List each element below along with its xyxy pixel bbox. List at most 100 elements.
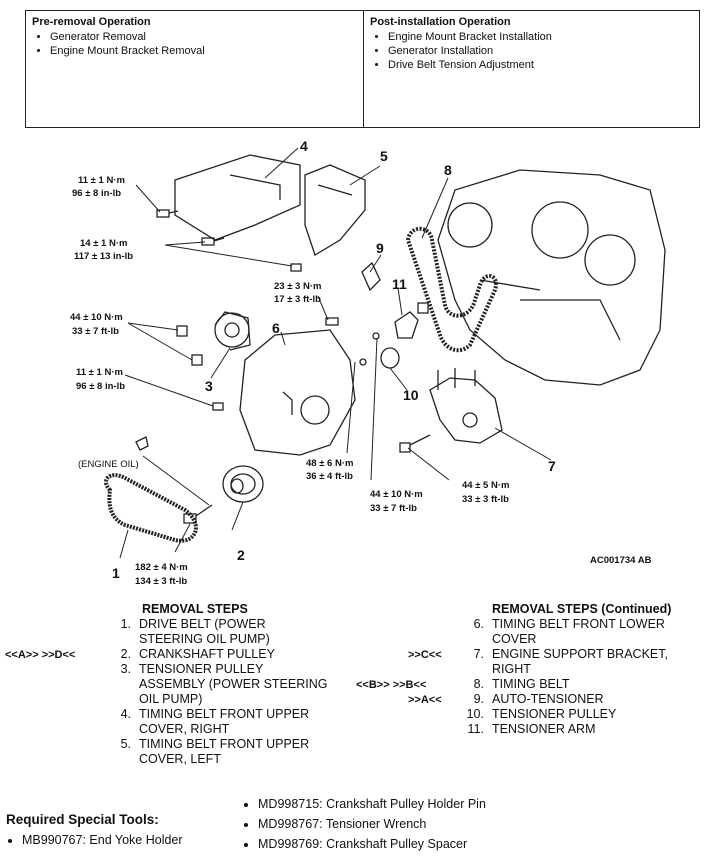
callout-2: 2 [237, 547, 245, 563]
special-tools-list: MD998715: Crankshaft Pulley Holder Pin M… [242, 794, 486, 854]
tensioner-parts-illustration [359, 261, 429, 369]
step-number: 9. [473, 692, 484, 706]
step-marker: >>A<< [408, 694, 442, 706]
callout-4: 4 [300, 138, 308, 154]
special-tool-item: MB990767: End Yoke Holder [22, 830, 183, 850]
callout-11: 11 [392, 276, 407, 292]
step-number: 3. [120, 662, 131, 676]
step-number: 1. [120, 617, 131, 631]
callout-10: 10 [403, 387, 419, 403]
step-row: 11. TENSIONER ARM [458, 722, 682, 737]
post-installation-item: Generator Installation [388, 44, 552, 58]
pre-removal-title: Pre-removal Operation [32, 16, 151, 28]
timing-belt-lower-cover-illustration [239, 329, 356, 456]
step-marker: <<A>> >>D<< [5, 649, 76, 661]
torque-imperial-label: 96 ± 8 in-lb [76, 381, 125, 392]
removal-steps: REMOVAL STEPS 1. DRIVE BELT (POWER STEERI… [5, 602, 329, 767]
step-number: 4. [120, 707, 131, 721]
pre-removal-item: Engine Mount Bracket Removal [50, 44, 357, 58]
step-text: TIMING BELT FRONT UPPER COVER, RIGHT [139, 707, 310, 736]
torque-imperial-label: 33 ± 7 ft-lb [72, 326, 119, 337]
step-number: 8. [473, 677, 484, 691]
torque-imperial-label: 33 ± 3 ft-lb [462, 494, 509, 505]
torque-nm-label: 14 ± 1 N·m [80, 238, 127, 249]
timing-belt-illustration [405, 226, 498, 353]
step-row: 4. TIMING BELT FRONT UPPER COVER, RIGHT [105, 707, 329, 737]
special-tools-title: Required Special Tools: [6, 812, 159, 827]
removal-steps-continued: REMOVAL STEPS (Continued) 6. TIMING BELT … [356, 602, 682, 737]
tensioner-pulley-assembly-illustration [214, 311, 251, 351]
torque-nm-label: 23 ± 3 N·m [274, 281, 321, 292]
step-number: 7. [473, 647, 484, 661]
removal-steps-continued-title: REMOVAL STEPS (Continued) [492, 602, 672, 616]
special-tools: Required Special Tools: MB990767: End Yo… [6, 810, 183, 850]
step-row: 1. DRIVE BELT (POWER STEERING OIL PUMP) [105, 617, 329, 647]
post-installation-operation: Post-installation Operation Engine Mount… [364, 11, 558, 127]
engine-block-illustration [437, 169, 666, 386]
exploded-view-diagram: 11 ± 1 N·m 96 ± 8 in-lb 14 ± 1 N·m 117 ±… [70, 138, 666, 587]
torque-nm-label: 44 ± 10 N·m [370, 489, 423, 500]
torque-imperial-label: 36 ± 4 ft-lb [306, 471, 353, 482]
step-row: <<B>> >>B<< 8. TIMING BELT [356, 677, 682, 692]
step-number: 2. [120, 647, 131, 661]
step-marker: >>C<< [408, 649, 442, 661]
step-text: TENSIONER PULLEY [492, 707, 617, 721]
pre-removal-item: Generator Removal [50, 30, 357, 44]
step-text: DRIVE BELT (POWER STEERING OIL PUMP) [139, 617, 270, 646]
bolts-illustration [135, 209, 431, 524]
torque-nm-label: 11 ± 1 N·m [78, 175, 125, 186]
figure-code-label: AC001734 AB [590, 555, 652, 566]
timing-belt-upper-cover-left-illustration [304, 164, 366, 256]
step-number: 6. [473, 617, 484, 631]
step-row: >>A<< 9. AUTO-TENSIONER [408, 692, 682, 707]
step-text: TIMING BELT FRONT LOWER COVER [492, 617, 665, 646]
step-row: 3. TENSIONER PULLEY ASSEMBLY (POWER STEER… [105, 662, 329, 707]
step-number: 10. [466, 707, 484, 721]
drive-belt-illustration [104, 473, 198, 543]
step-row: 6. TIMING BELT FRONT LOWER COVER [458, 617, 682, 647]
engine-support-bracket-illustration [429, 368, 503, 444]
removal-steps-title: REMOVAL STEPS [142, 602, 248, 616]
torque-imperial-label: 17 ± 3 ft-lb [274, 294, 321, 305]
torque-nm-label: 48 ± 6 N·m [306, 458, 353, 469]
step-text: TENSIONER ARM [492, 722, 596, 736]
step-text: AUTO-TENSIONER [492, 692, 604, 706]
special-tool-item: MD998767: Tensioner Wrench [258, 814, 486, 834]
step-row: 5. TIMING BELT FRONT UPPER COVER, LEFT [105, 737, 329, 767]
torque-nm-label: 11 ± 1 N·m [76, 367, 123, 378]
torque-nm-label: 182 ± 4 N·m [135, 562, 188, 573]
timing-belt-upper-cover-right-illustration [174, 154, 301, 241]
post-installation-item: Engine Mount Bracket Installation [388, 30, 552, 44]
step-text: TENSIONER PULLEY ASSEMBLY (POWER STEERIN… [139, 662, 328, 706]
special-tool-item: MD998769: Crankshaft Pulley Spacer [258, 834, 486, 854]
step-text: ENGINE SUPPORT BRACKET, RIGHT [492, 647, 668, 676]
callout-3: 3 [205, 378, 213, 394]
step-row: >>C<< 7. ENGINE SUPPORT BRACKET, RIGHT [408, 647, 682, 677]
post-installation-title: Post-installation Operation [370, 16, 511, 28]
step-row: 10. TENSIONER PULLEY [458, 707, 682, 722]
callout-5: 5 [380, 148, 388, 164]
torque-imperial-label: 117 ± 13 in-lb [74, 251, 133, 262]
leader-lines [119, 147, 552, 559]
step-text: CRANKSHAFT PULLEY [139, 647, 275, 661]
step-text: TIMING BELT [492, 677, 570, 691]
post-installation-item: Drive Belt Tension Adjustment [388, 58, 552, 72]
special-tool-item: MD998715: Crankshaft Pulley Holder Pin [258, 794, 486, 814]
pre-removal-operation: Pre-removal Operation Generator Removal … [26, 11, 364, 127]
step-number: 5. [120, 737, 131, 751]
step-number: 11. [467, 722, 484, 736]
callout-8: 8 [444, 162, 452, 178]
callout-6: 6 [272, 320, 280, 336]
callout-1: 1 [112, 565, 120, 581]
torque-imperial-label: 33 ± 7 ft-lb [370, 503, 417, 514]
callout-9: 9 [376, 240, 384, 256]
crankshaft-pulley-illustration [222, 465, 264, 503]
torque-imperial-label: 134 ± 3 ft-lb [135, 576, 187, 587]
engine-oil-label: (ENGINE OIL) [78, 459, 139, 470]
step-text: TIMING BELT FRONT UPPER COVER, LEFT [139, 737, 310, 766]
torque-nm-label: 44 ± 10 N·m [70, 312, 123, 323]
step-marker: <<B>> >>B<< [356, 679, 427, 691]
operations-table: Pre-removal Operation Generator Removal … [25, 10, 700, 128]
torque-imperial-label: 96 ± 8 in-lb [72, 188, 121, 199]
step-row: <<A>> >>D<< 2. CRANKSHAFT PULLEY [5, 647, 329, 662]
